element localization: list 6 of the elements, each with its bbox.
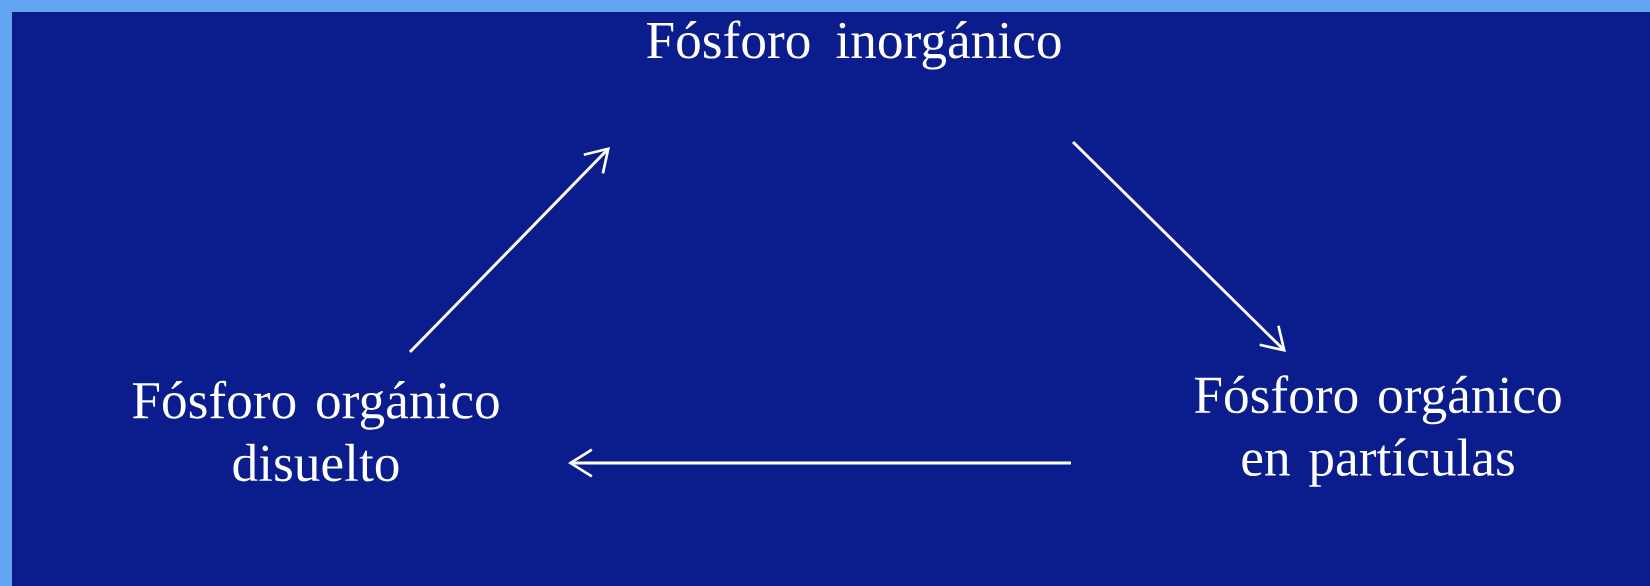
arrow [568,448,1071,478]
arrow [408,147,610,354]
node-label: Fósforo inorgánico [647,20,1061,70]
arrow [1071,140,1286,352]
node-label: Fósforo orgánico disuelto [132,380,499,482]
node-label: Fósforo orgánico en partículas [1194,375,1561,487]
